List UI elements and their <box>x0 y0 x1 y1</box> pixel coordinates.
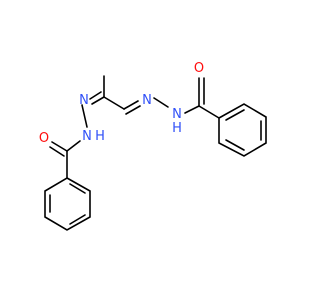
n-n-bond-right <box>153 97 169 108</box>
benzene-ring-left <box>44 177 91 231</box>
nh-left-nitrogen-label: N <box>82 129 92 144</box>
c-o-double-bond-left-b <box>49 146 65 157</box>
molecule-drawing: O N N H N N H O <box>39 61 267 231</box>
c-o-double-bond-left-a <box>51 141 68 152</box>
n-c-bond-left <box>66 140 81 152</box>
ring-left-double-1 <box>69 183 86 194</box>
c-n-double-bond-c <box>123 100 139 110</box>
nitrogen-left-label: N <box>79 93 89 108</box>
ring-left-double-2 <box>69 214 86 225</box>
oxygen-right-label: O <box>194 61 204 76</box>
c-ph-bond-right <box>198 105 220 119</box>
nh-left-hydrogen-label: H <box>95 129 105 144</box>
nh-right-nitrogen-label: N <box>172 107 182 122</box>
nitrogen-right-label: N <box>142 93 152 108</box>
ring-right-double-1 <box>225 109 245 121</box>
benzene-ring-right <box>218 103 267 157</box>
c-n-double-bond-a <box>91 96 105 105</box>
c-n-double-bond-d <box>125 105 141 115</box>
ring-right-double-3 <box>225 139 245 151</box>
n-n-bond-left <box>81 104 88 128</box>
nh-right-hydrogen-label: H <box>172 121 182 136</box>
n-c-bond-right <box>184 105 200 114</box>
bonds <box>44 75 267 231</box>
structure-canvas: O N N H N N H O <box>39 61 267 231</box>
oxygen-left-label: O <box>39 131 49 146</box>
c-c-bond <box>103 96 125 110</box>
c-n-double-bond-b <box>89 91 102 100</box>
